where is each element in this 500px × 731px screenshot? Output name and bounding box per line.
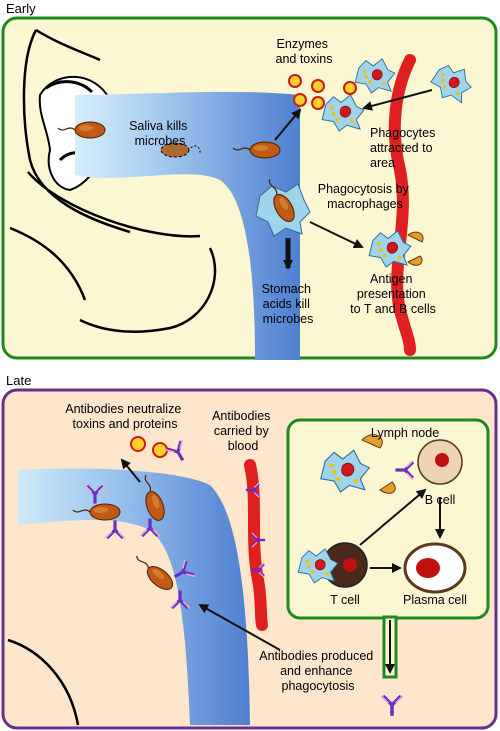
digestive-tract xyxy=(75,91,300,360)
arrow-t-to-b xyxy=(359,488,427,546)
blood-vessel-late xyxy=(244,459,268,631)
label-carried: Antibodies carried by blood xyxy=(212,409,274,453)
label-saliva: Saliva kills microbes xyxy=(129,119,191,148)
label-stomach: Stomach acids kill microbes xyxy=(262,282,315,326)
label-phagocytes: Phagocytes attracted to area xyxy=(370,126,439,170)
plasma-cell xyxy=(403,542,467,594)
face-outline-late xyxy=(7,638,80,726)
macrophage-engulfing xyxy=(255,175,311,237)
label-produced: Antibodies produced and enhance phagocyt… xyxy=(259,649,376,693)
dead-microbe xyxy=(160,142,201,158)
antigen-fragment-lymph-2 xyxy=(379,481,396,494)
late-section-title: Late xyxy=(6,373,31,388)
arrow-antigen xyxy=(309,221,364,249)
label-t-cell: T cell xyxy=(330,593,360,607)
antigen-fragment-lymph-1 xyxy=(361,434,383,449)
antigen-fragment-2 xyxy=(407,255,423,266)
lymph-node-duct xyxy=(382,615,398,679)
arrow-produced xyxy=(198,604,281,651)
b-cell xyxy=(417,439,463,485)
label-antigen: Antigen presentation to T and B cells xyxy=(350,272,436,316)
label-lymph-node: Lymph node xyxy=(371,426,439,440)
label-b-cell: B cell xyxy=(425,493,456,507)
arrow-phagocytes xyxy=(362,89,433,111)
digestive-tract-late xyxy=(18,468,250,725)
arrow-to-enzymes xyxy=(274,108,302,141)
label-plasma-cell: Plasma cell xyxy=(403,593,467,607)
early-section-title: Early xyxy=(6,1,36,16)
toxin-dots-early xyxy=(288,74,357,110)
blood-vessel xyxy=(388,54,416,356)
label-enzymes: Enzymes and toxins xyxy=(276,37,333,66)
arrow-neutralize xyxy=(120,458,141,483)
label-neutralize: Antibodies neutralize toxins and protein… xyxy=(65,402,185,431)
antigen-fragment-1 xyxy=(407,231,424,243)
face-outline xyxy=(9,28,217,333)
label-phagocytosis: Phagocytosis by macrophages xyxy=(318,182,413,211)
